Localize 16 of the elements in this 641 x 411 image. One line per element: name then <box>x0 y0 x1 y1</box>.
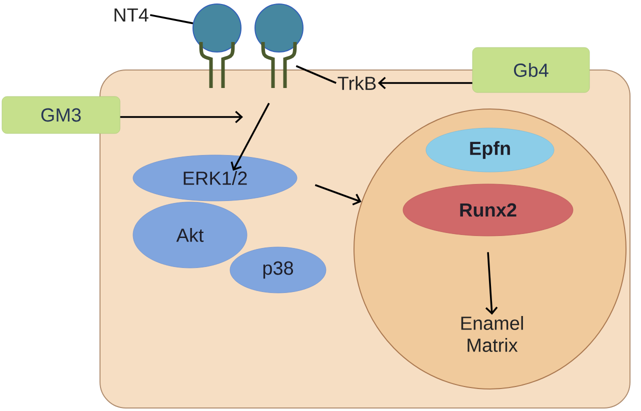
arrow <box>314 184 362 206</box>
arrow <box>485 252 498 315</box>
label-text: Enamel Matrix <box>461 316 523 352</box>
receptor-drawing <box>199 40 235 90</box>
label-text: TrkB <box>338 76 376 90</box>
leader-line <box>150 14 194 24</box>
label-text: NT4 <box>114 8 148 22</box>
arrow <box>230 102 270 171</box>
ligand-circle <box>192 4 242 52</box>
arrow <box>120 110 243 124</box>
label-box: Gb4 <box>472 47 590 93</box>
ligand-circle <box>254 4 304 52</box>
receptor-drawing <box>261 40 297 90</box>
arrow <box>378 76 472 90</box>
leader-line <box>296 65 336 84</box>
label-box: GM3 <box>2 96 120 134</box>
